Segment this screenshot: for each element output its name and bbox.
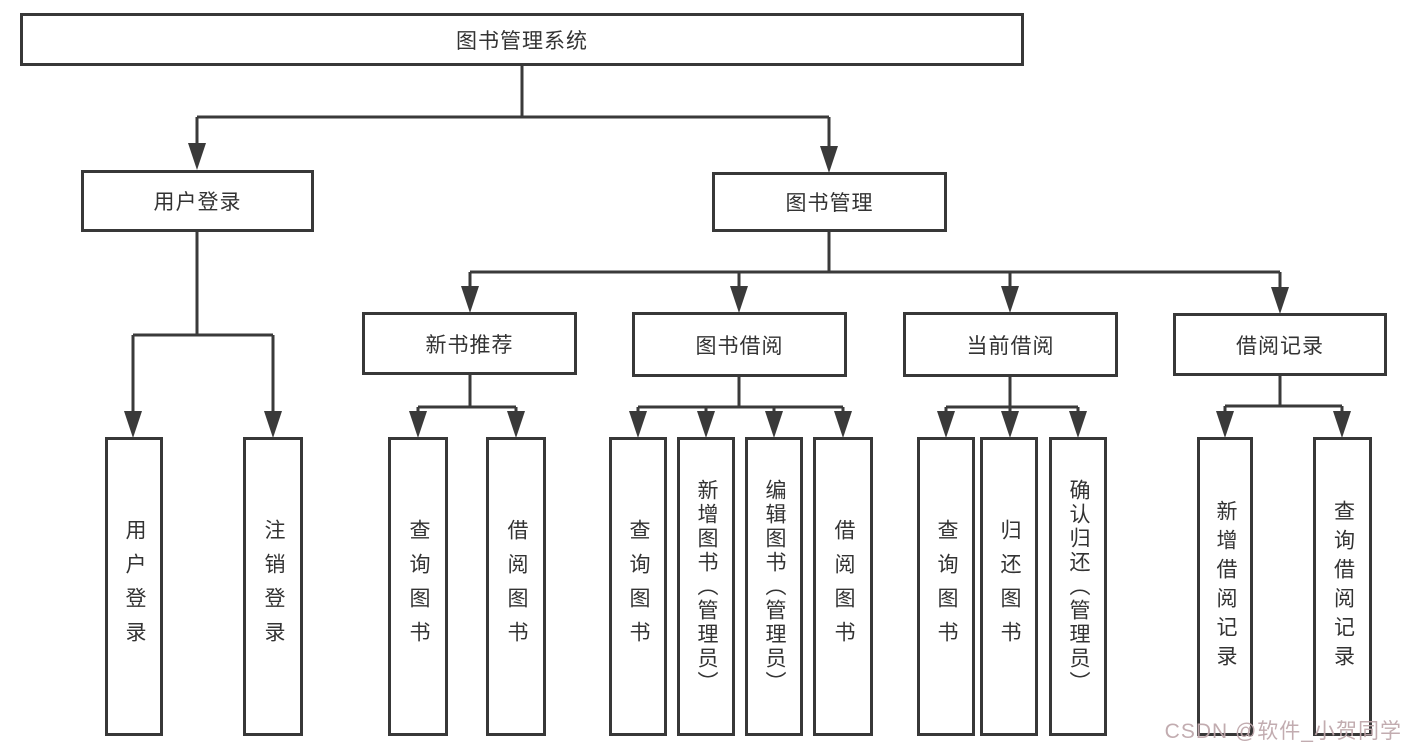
- leaf-logout: 注销登录: [243, 437, 303, 736]
- node-root-system: 图书管理系统: [20, 13, 1024, 66]
- leaf-newbook-query-book: 查询图书: [388, 437, 448, 736]
- leaf-user-login: 用户登录: [105, 437, 163, 736]
- node-current-borrow: 当前借阅: [903, 312, 1118, 377]
- leaf-query-borrow-record: 查询借阅记录: [1313, 437, 1372, 736]
- node-borrow-records: 借阅记录: [1173, 313, 1387, 376]
- leaf-borrow-query-book: 查询图书: [609, 437, 667, 736]
- leaf-confirm-return-admin: 确认归还（管理员）: [1049, 437, 1107, 736]
- leaf-add-book-admin: 新增图书（管理员）: [677, 437, 735, 736]
- node-new-book-recommend: 新书推荐: [362, 312, 577, 375]
- node-user-login: 用户登录: [81, 170, 314, 232]
- node-book-borrow: 图书借阅: [632, 312, 847, 377]
- leaf-edit-book-admin: 编辑图书（管理员）: [745, 437, 803, 736]
- arrowhead-icon-group: [124, 143, 1351, 438]
- leaf-newbook-borrow-book: 借阅图书: [486, 437, 546, 736]
- leaf-return-book: 归还图书: [980, 437, 1038, 736]
- node-book-management: 图书管理: [712, 172, 947, 232]
- leaf-borrow-book: 借阅图书: [813, 437, 873, 736]
- csdn-watermark: CSDN @软件_小贺同学: [1164, 720, 1402, 743]
- leaf-add-borrow-record: 新增借阅记录: [1197, 437, 1253, 736]
- leaf-current-query-book: 查询图书: [917, 437, 975, 736]
